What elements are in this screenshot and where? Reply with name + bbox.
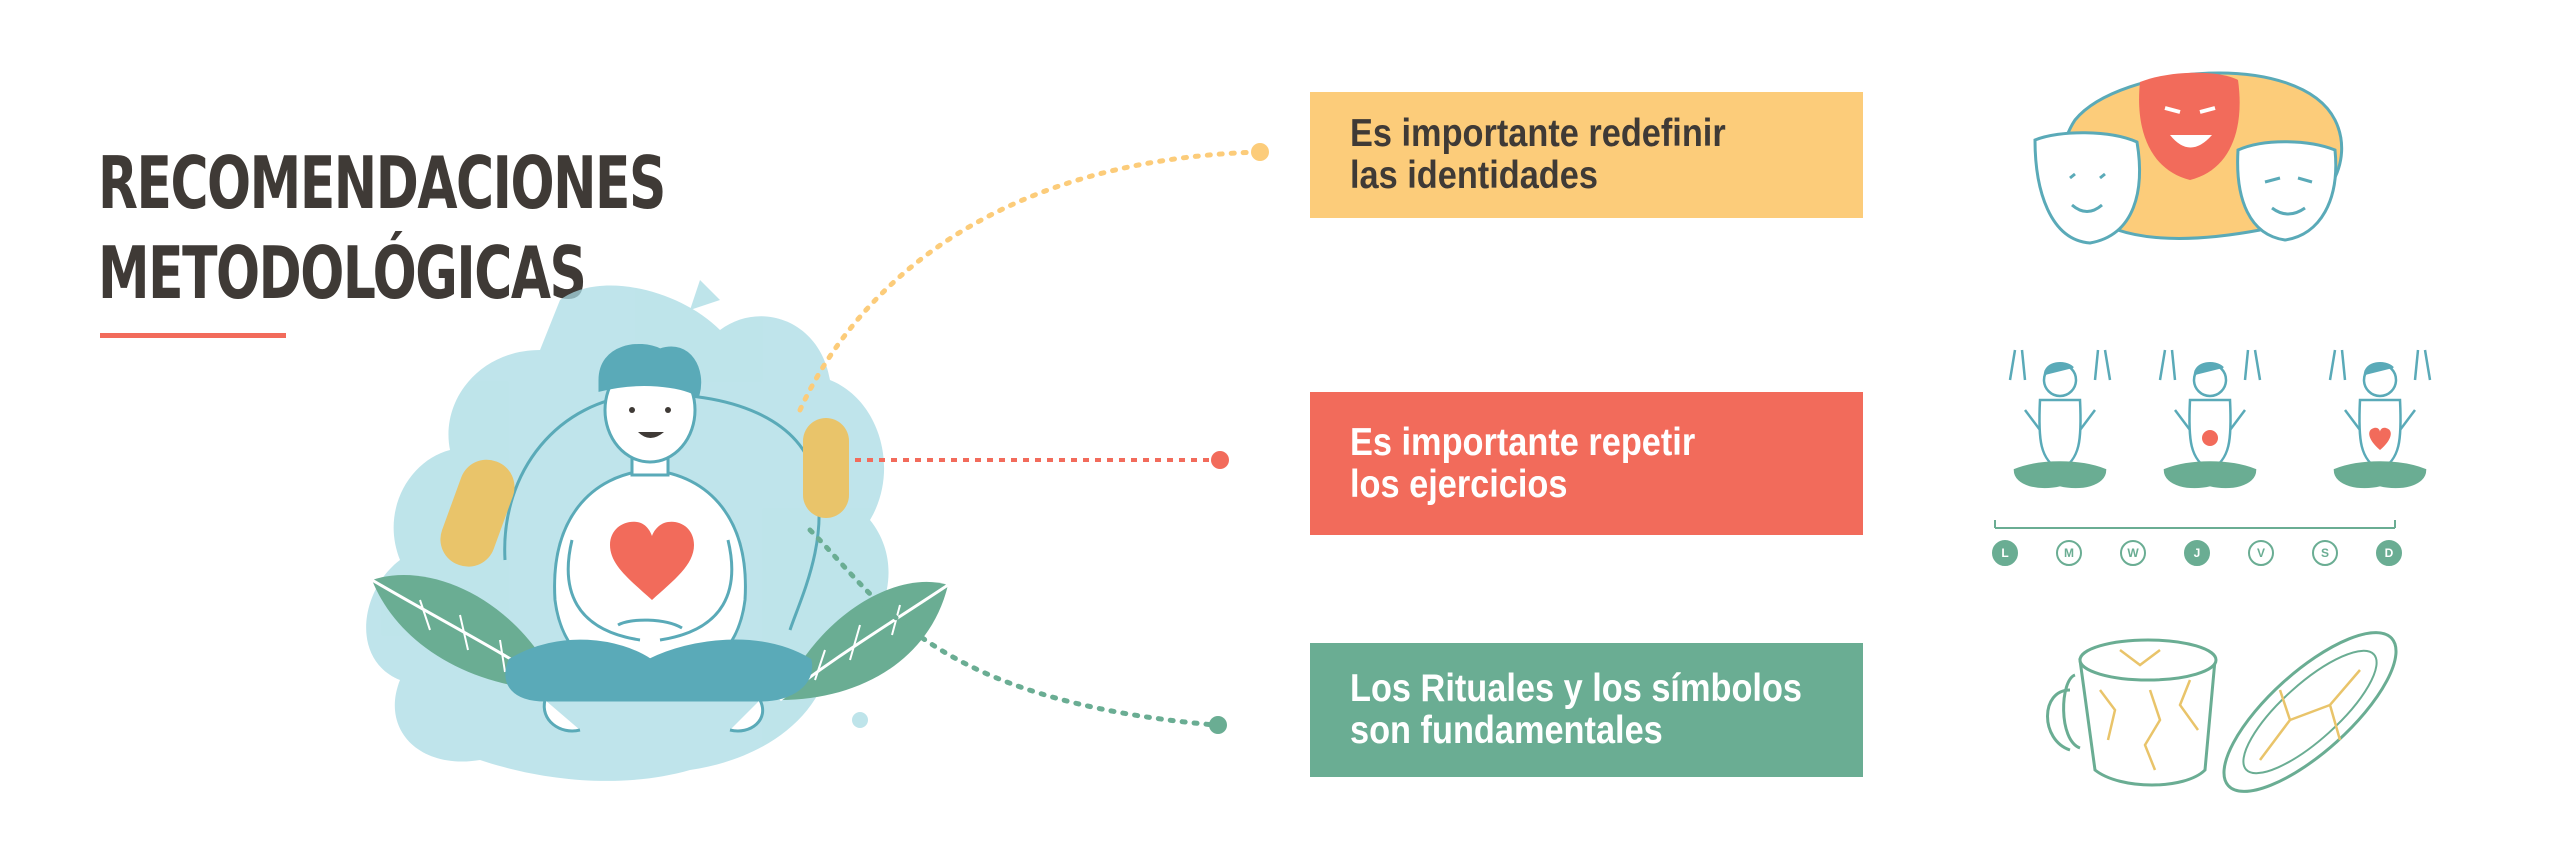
theater-masks-icon xyxy=(2033,71,2344,245)
week-day-S: S xyxy=(2312,540,2338,566)
connector-green xyxy=(807,527,1218,728)
right-capsule xyxy=(803,418,849,518)
week-day-label: W xyxy=(2127,546,2139,560)
connector-red-dot xyxy=(1211,451,1229,469)
left-capsule xyxy=(440,459,515,567)
week-day-M: M xyxy=(2056,540,2082,566)
kintsugi-plate-icon xyxy=(2222,631,2398,793)
week-day-circle xyxy=(2120,540,2146,566)
card-3-line-2: son fundamentales xyxy=(1350,709,1663,752)
week-day-label: M xyxy=(2064,546,2074,560)
connector-yellow xyxy=(797,149,1263,413)
meditating-figure-3 xyxy=(2328,349,2432,489)
connector-green-dot xyxy=(1209,716,1227,734)
week-timeline xyxy=(1994,520,2396,529)
recommendation-card-identities: Es importante redefinir las identidades xyxy=(1310,92,1863,218)
connector-yellow-dot xyxy=(1251,143,1269,161)
aura-outline xyxy=(503,392,821,631)
week-day-label: D xyxy=(2385,546,2394,560)
title-line-1: RECOMENDACIONES xyxy=(98,141,666,225)
title-underline xyxy=(100,333,286,338)
page-title: RECOMENDACIONES METODOLÓGICAS xyxy=(98,138,666,318)
week-day-circle xyxy=(2248,540,2274,566)
week-day-V: V xyxy=(2248,540,2274,566)
card-1-line-1: Es importante redefinir xyxy=(1350,112,1726,155)
week-day-circle xyxy=(2376,540,2402,566)
card-2-line-1: Es importante repetir xyxy=(1350,420,1696,464)
card-2-line-2: los ejercicios xyxy=(1350,462,1568,506)
week-day-D: D xyxy=(2376,540,2402,566)
meditating-figure-1 xyxy=(2008,349,2112,489)
kintsugi-cup-icon xyxy=(2046,638,2218,787)
heart-icon xyxy=(610,521,694,600)
week-day-circle xyxy=(2056,540,2082,566)
week-day-W: W xyxy=(2120,540,2146,566)
week-day-L: L xyxy=(1992,540,2018,566)
card-1-line-2: las identidades xyxy=(1350,154,1598,197)
title-line-2: METODOLÓGICAS xyxy=(98,231,587,315)
week-day-label: S xyxy=(2321,546,2329,560)
recommendation-card-rituals: Los Rituales y los símbolos son fundamen… xyxy=(1310,643,1863,777)
week-day-label: L xyxy=(2001,546,2008,560)
week-day-label: V xyxy=(2257,546,2265,560)
week-day-label: J xyxy=(2194,546,2201,560)
week-day-circle xyxy=(2312,540,2338,566)
week-day-J: J xyxy=(2184,540,2210,566)
recommendation-card-exercises: Es importante repetir los ejercicios xyxy=(1310,392,1863,535)
week-day-circle xyxy=(1992,540,2018,566)
meditating-figure-2 xyxy=(2158,349,2262,489)
week-day-circle xyxy=(2184,540,2210,566)
card-3-line-1: Los Rituales y los símbolos xyxy=(1350,667,1803,710)
weekly-meditation-icon xyxy=(1994,349,2432,529)
